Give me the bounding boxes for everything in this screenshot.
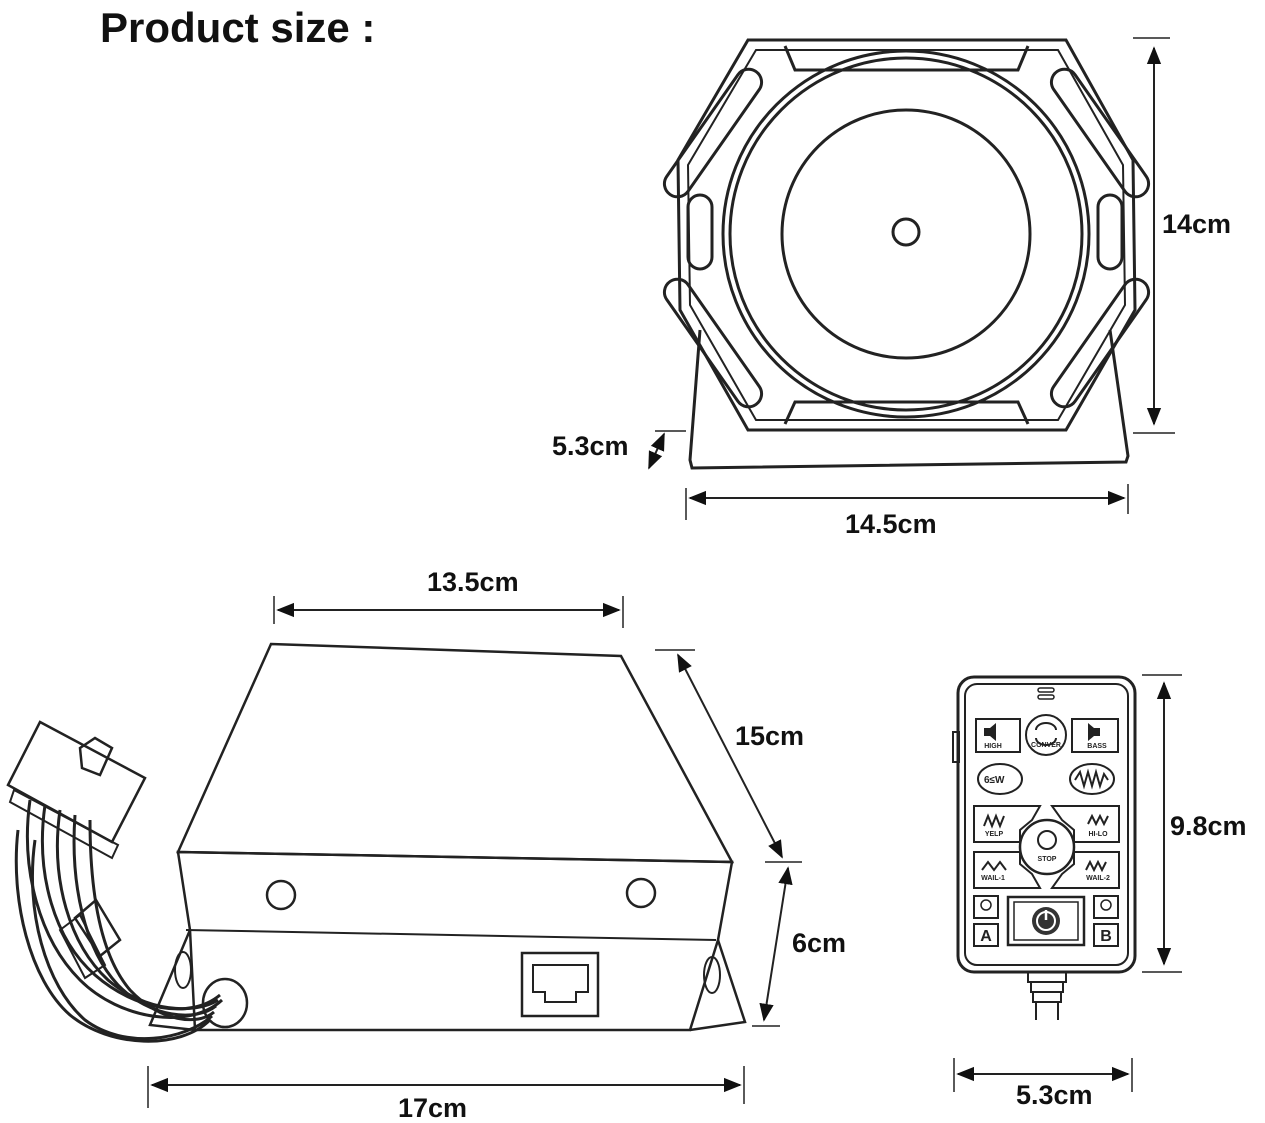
hilo-button-label: HI-LO [1088, 831, 1108, 838]
bass-button-label: BASS [1087, 743, 1107, 750]
speaker-drawing [662, 38, 1151, 470]
svg-text:6≤W: 6≤W [984, 775, 1005, 786]
remote-width-label: 5.3cm [1016, 1080, 1093, 1110]
yelp-button-label: YELP [985, 831, 1004, 838]
speaker-width-label: 14.5cm [845, 509, 937, 539]
amplifier-drawing [6, 642, 747, 1043]
amplifier-top-width-label: 13.5cm [427, 567, 519, 597]
wail1-button-label: WAIL-1 [981, 875, 1005, 882]
wail2-button-label: WAIL-2 [1086, 875, 1110, 882]
conver-button-label: CONVER [1031, 742, 1061, 749]
page-title: Product size : [100, 4, 376, 51]
amplifier-depth-label: 15cm [735, 721, 804, 751]
remote-drawing: HIGH CONVER BASS 6≤W YELP HI-LO STOP WAI… [952, 675, 1137, 1020]
amplifier-length-label: 17cm [398, 1093, 467, 1123]
a-button-label: A [980, 928, 992, 945]
speaker-height-label: 14cm [1162, 209, 1231, 239]
amplifier-height-label: 6cm [792, 928, 846, 958]
speaker-depth-label: 5.3cm [552, 431, 629, 461]
stop-button-label: STOP [1038, 856, 1057, 863]
remote-height-label: 9.8cm [1170, 811, 1247, 841]
b-button-label: B [1100, 928, 1112, 945]
high-button-label: HIGH [984, 743, 1002, 750]
